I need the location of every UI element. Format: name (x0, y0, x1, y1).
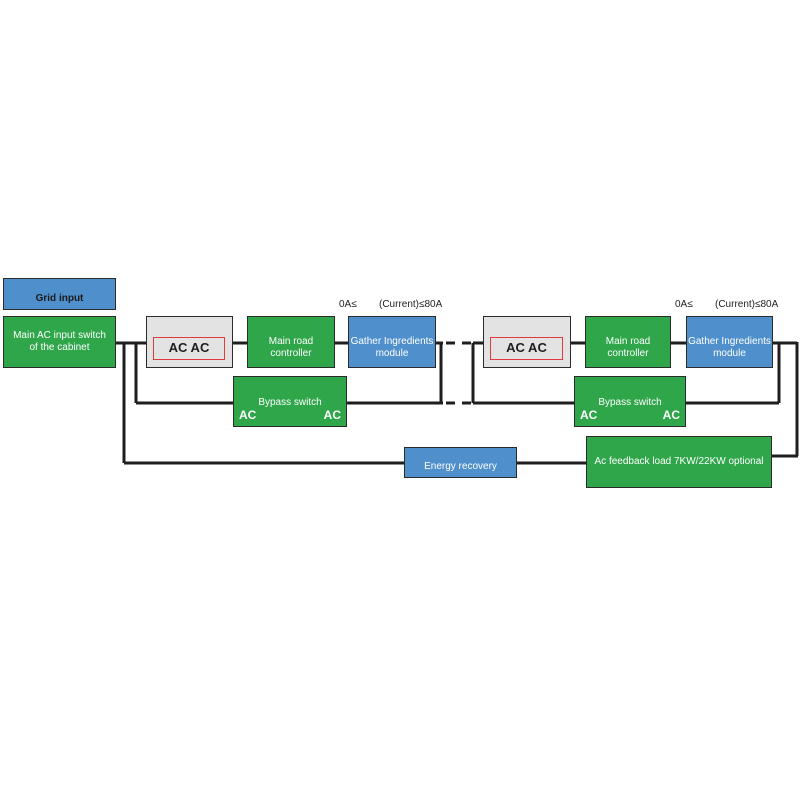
grid-input-label: Grid input (35, 292, 84, 304)
ac-feedback-load-label: Ac feedback load 7KW/22KW optional (594, 455, 764, 467)
energy-recovery-box: Energy recovery (404, 447, 517, 478)
energy-recovery-label: Energy recovery (424, 461, 497, 473)
bypass-ac-right-label-2: AC (662, 408, 680, 422)
ac-ac-inner-frame-2: AC AC (490, 337, 563, 360)
current-min-label-2: 0A≤ (675, 299, 693, 310)
main-ac-input-switch-box: Main AC input switch of the cabinet (3, 316, 116, 368)
ac-ac-label-1: AC AC (168, 340, 210, 356)
bypass-ac-left-label-1: AC (239, 408, 257, 422)
gather-ingredients-module-label-1: Gather Ingredients module (350, 335, 434, 360)
ac-ac-converter-box-2: AC AC (483, 316, 571, 368)
bypass-switch-label-1: Bypass switch (258, 397, 322, 408)
bypass-ac-left-label-2: AC (580, 408, 598, 422)
gather-ingredients-module-label-2: Gather Ingredients module (688, 335, 771, 360)
current-min-label-1: 0A≤ (339, 299, 357, 310)
ac-ac-label-2: AC AC (506, 340, 547, 356)
main-ac-input-switch-label: Main AC input switch of the cabinet (13, 329, 106, 354)
bypass-switch-box-1: Bypass switch AC AC (233, 376, 347, 427)
current-max-label-2: (Current)≤80A (715, 299, 779, 310)
main-road-controller-label-2: Main road controller (605, 335, 651, 360)
ac-feedback-load-box: Ac feedback load 7KW/22KW optional (586, 436, 772, 488)
main-road-controller-box-2: Main road controller (585, 316, 671, 368)
main-road-controller-label-1: Main road controller (268, 335, 314, 360)
ac-ac-converter-box-1: AC AC (146, 316, 233, 368)
bypass-ac-right-label-1: AC (323, 408, 341, 422)
ac-ac-inner-frame-1: AC AC (153, 337, 225, 360)
gather-ingredients-module-box-1: Gather Ingredients module (348, 316, 436, 368)
current-max-label-1: (Current)≤80A (379, 299, 443, 310)
bypass-switch-label-2: Bypass switch (598, 397, 662, 408)
bypass-switch-box-2: Bypass switch AC AC (574, 376, 686, 427)
gather-ingredients-module-box-2: Gather Ingredients module (686, 316, 773, 368)
main-road-controller-box-1: Main road controller (247, 316, 335, 368)
grid-input-box: Grid input (3, 278, 116, 310)
